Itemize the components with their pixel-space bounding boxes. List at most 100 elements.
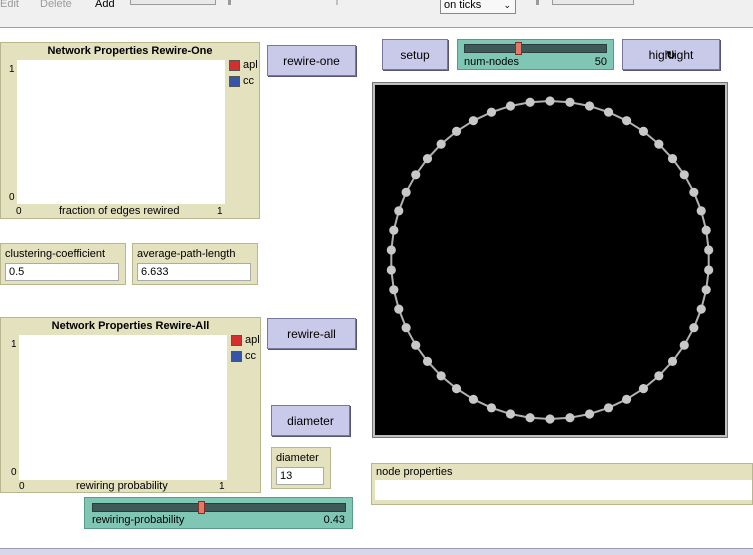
add-button[interactable]: Add [95,0,115,10]
network-node[interactable] [689,323,699,333]
slider-label: rewiring-probability [92,514,185,526]
network-graph [386,96,714,424]
update-mode-select[interactable]: on ticks ⌄ [440,0,516,14]
network-node[interactable] [667,356,678,366]
network-node[interactable] [701,285,711,295]
slider-track[interactable] [464,44,607,53]
network-node[interactable] [654,139,664,149]
network-node[interactable] [468,394,479,404]
legend-label-apl: apl [243,59,258,71]
node-properties-output: node properties [371,463,753,505]
network-node[interactable] [621,116,632,126]
network-node[interactable] [667,154,678,164]
network-node[interactable] [704,245,714,255]
delete-button[interactable]: Delete [40,0,72,10]
network-node[interactable] [638,384,649,394]
world-view[interactable] [372,82,728,438]
plot-rewire-one: Network Properties Rewire-One 1 0 0 1 fr… [0,42,260,219]
network-node[interactable] [525,97,535,107]
monitor-value: 6.633 [137,263,251,281]
diameter-monitor: diameter 13 [271,447,331,489]
network-node[interactable] [422,154,433,164]
network-node[interactable] [679,170,689,180]
network-node[interactable] [486,107,497,117]
rewire-all-button[interactable]: rewire-all [267,318,356,349]
plot-area [19,335,227,480]
x-axis-label: rewiring probability [76,480,168,492]
monitor-label: clustering-coefficient [5,248,106,260]
network-node[interactable] [394,304,404,314]
edit-button[interactable]: Edit [0,0,19,10]
network-node[interactable] [603,403,614,413]
rewire-all-button-label: rewire-all [287,326,336,341]
monitor-label: diameter [276,452,319,464]
network-node[interactable] [401,323,411,333]
network-node[interactable] [704,265,714,275]
highlight-button[interactable]: highlight ↻ [622,39,720,70]
network-node[interactable] [436,139,446,149]
network-node[interactable] [411,170,421,180]
diameter-button[interactable]: diameter [271,405,350,436]
network-node[interactable] [621,394,632,404]
network-node[interactable] [401,187,411,197]
network-node[interactable] [689,187,699,197]
network-node[interactable] [545,96,555,106]
network-node[interactable] [654,371,664,381]
settings-button[interactable] [552,0,634,5]
legend-label-cc: cc [243,75,254,87]
network-node[interactable] [389,285,399,295]
setup-button[interactable]: setup [382,39,448,70]
network-node[interactable] [451,384,462,394]
network-node[interactable] [603,107,614,117]
network-node[interactable] [411,340,421,350]
speed-slider-handle[interactable] [228,0,231,5]
network-node[interactable] [486,403,497,413]
network-node[interactable] [565,97,575,107]
network-node[interactable] [545,414,555,424]
plot-title: Network Properties Rewire-One [47,45,213,57]
x-max-tick: 1 [217,206,223,217]
network-node[interactable] [451,126,462,136]
output-label: node properties [376,466,453,478]
network-node[interactable] [679,340,689,350]
slider-label: num-nodes [464,56,520,68]
network-node[interactable] [584,101,595,111]
plot-rewire-all: Network Properties Rewire-All 1 0 0 1 re… [0,317,261,493]
network-node[interactable] [386,265,396,275]
y-max-tick: 1 [11,339,17,350]
slider-handle[interactable] [515,42,523,55]
network-node[interactable] [394,206,404,216]
slider-value: 0.43 [323,514,345,526]
network-node[interactable] [638,126,649,136]
network-node[interactable] [389,225,399,235]
network-node[interactable] [701,225,711,235]
command-center-edge [0,548,753,555]
num-nodes-slider[interactable]: num-nodes 50 [457,39,614,70]
legend-swatch-apl [231,335,242,346]
monitor-label: average-path-length [137,248,236,260]
network-node[interactable] [422,356,433,366]
output-text-area[interactable] [375,480,752,500]
network-node[interactable] [386,245,396,255]
rewire-one-button[interactable]: rewire-one [267,45,356,76]
x-max-tick: 1 [219,481,225,492]
network-node[interactable] [436,371,446,381]
legend-swatch-apl [229,60,240,71]
rewiring-probability-slider[interactable]: rewiring-probability 0.43 [84,497,353,529]
network-node[interactable] [565,413,575,423]
widget-type-dropdown[interactable] [130,0,216,5]
network-node[interactable] [696,206,706,216]
legend-label-apl: apl [245,334,260,346]
legend-label-cc: cc [245,350,256,362]
network-node[interactable] [505,409,516,419]
network-node[interactable] [696,304,706,314]
slider-track[interactable] [92,503,346,512]
x-axis-label: fraction of edges rewired [59,205,180,217]
network-node[interactable] [468,116,479,126]
slider-handle[interactable] [198,501,206,514]
network-node[interactable] [505,101,516,111]
network-node[interactable] [584,409,595,419]
network-node[interactable] [525,413,535,423]
view-updates-mark [536,0,539,5]
chevron-down-icon: ⌄ [503,0,511,10]
